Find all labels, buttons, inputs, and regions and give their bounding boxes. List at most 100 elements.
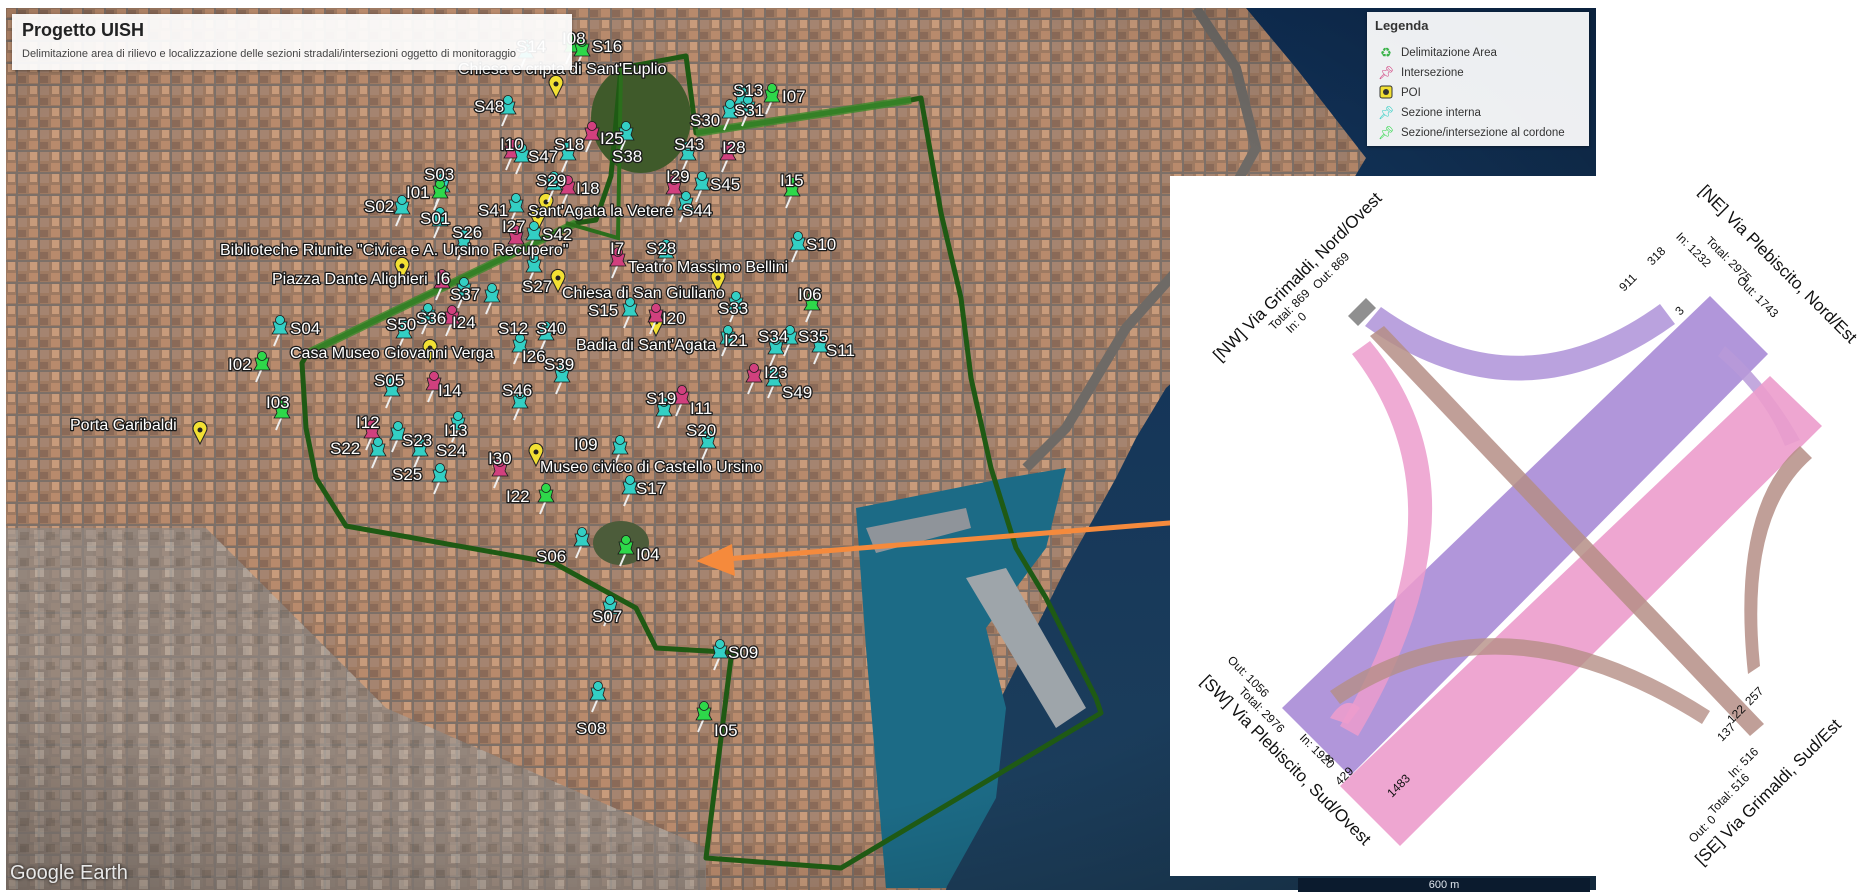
pushpin-icon[interactable]: [609, 247, 627, 279]
pushpin-icon[interactable]: [583, 121, 601, 153]
pushpin-icon[interactable]: [553, 363, 571, 395]
pushpin-icon[interactable]: [617, 535, 635, 567]
pushpin-icon[interactable]: [455, 277, 473, 309]
pushpin-icon[interactable]: [647, 303, 665, 335]
pushpin-icon[interactable]: [617, 121, 635, 153]
marker-label: S02: [364, 197, 394, 216]
marker-label: S27: [522, 277, 552, 296]
pushpin-icon[interactable]: [711, 639, 729, 671]
pushpin-icon[interactable]: [559, 141, 577, 173]
pushpin-icon[interactable]: [601, 595, 619, 627]
pushpin-icon[interactable]: [507, 225, 525, 257]
marker-label: I21: [724, 331, 748, 350]
pushpin-icon[interactable]: [491, 457, 509, 489]
pushpin-icon[interactable]: [693, 171, 711, 203]
pushpin-icon[interactable]: [665, 175, 683, 207]
pushpin-icon[interactable]: [525, 221, 543, 253]
pushpin-icon[interactable]: [783, 177, 801, 209]
pushpin-icon[interactable]: [273, 399, 291, 431]
pushpin-icon[interactable]: [611, 435, 629, 467]
marker-label: S11: [826, 341, 855, 360]
pushpin-icon[interactable]: [513, 143, 531, 175]
pushpin-icon[interactable]: [507, 193, 525, 225]
pushpin-icon[interactable]: [431, 207, 449, 239]
pushpin-icon[interactable]: [655, 397, 673, 429]
pushpin-icon[interactable]: [411, 437, 429, 469]
pushpin-icon[interactable]: [739, 95, 757, 127]
pushpin-icon[interactable]: [803, 291, 821, 323]
marker-label: S48: [474, 97, 504, 116]
pushpin-icon[interactable]: [389, 421, 407, 453]
pushpin-icon[interactable]: [727, 291, 745, 323]
pushpin-icon[interactable]: [721, 99, 739, 131]
marker-label: S33: [718, 299, 748, 318]
chord-ribbons: [1282, 296, 1822, 846]
pushpin-icon[interactable]: [765, 367, 783, 399]
pushpin-icon[interactable]: [483, 283, 501, 315]
pushpin-icon[interactable]: [455, 229, 473, 261]
poi-marker-icon[interactable]: [192, 420, 208, 446]
poi-marker-icon[interactable]: [710, 268, 726, 294]
pushpin-icon[interactable]: [425, 371, 443, 403]
pushpin-icon[interactable]: [431, 179, 449, 211]
pushpin-icon[interactable]: [573, 37, 591, 69]
map-subtitle: Delimitazione area di rilievo e localizz…: [22, 48, 517, 60]
marker-label: S18: [554, 135, 584, 154]
pushpin-icon[interactable]: [545, 171, 563, 203]
marker-label: S47: [528, 147, 558, 166]
marker-label: S43: [674, 135, 704, 154]
pushpin-icon[interactable]: [393, 195, 411, 227]
pushpin-icon[interactable]: [383, 377, 401, 409]
poi-marker-icon[interactable]: [422, 338, 438, 364]
pushpin-icon[interactable]: [253, 351, 271, 383]
pushpin-icon[interactable]: [443, 305, 461, 337]
marker-label: S06: [536, 547, 566, 566]
pushpin-icon[interactable]: [449, 411, 467, 443]
legend-item-intersection: 📌︎ Intersezione: [1377, 64, 1464, 82]
poi-marker-icon[interactable]: [528, 442, 544, 468]
pushpin-icon[interactable]: [679, 141, 697, 173]
pushpin-icon[interactable]: [719, 141, 737, 173]
pushpin-icon[interactable]: [699, 429, 717, 461]
ribbon-ne-se: [1744, 446, 1812, 674]
pushpin-icon[interactable]: [511, 389, 529, 421]
pushpin-icon[interactable]: [573, 527, 591, 559]
poi-marker-icon[interactable]: [530, 206, 546, 232]
pushpin-icon[interactable]: [431, 463, 449, 495]
pushpin-icon[interactable]: [789, 231, 807, 263]
pushpin-icon[interactable]: [537, 483, 555, 515]
pushpin-icon[interactable]: [395, 319, 413, 351]
pushpin-icon[interactable]: [621, 475, 639, 507]
pushpin-icon[interactable]: [537, 321, 555, 353]
pushpin-icon[interactable]: [559, 175, 577, 207]
pushpin-icon[interactable]: [621, 297, 639, 329]
pushpin-icon[interactable]: [589, 681, 607, 713]
pushpin-icon[interactable]: [525, 253, 543, 285]
pushpin-icon[interactable]: [745, 363, 763, 395]
pushpin-icon[interactable]: [811, 333, 829, 365]
pushpin-icon[interactable]: [719, 325, 737, 357]
pushpin-icon[interactable]: [271, 315, 289, 347]
flow-value: 911: [1616, 270, 1640, 294]
poi-marker-icon[interactable]: [394, 256, 410, 282]
pushpin-icon[interactable]: [369, 437, 387, 469]
marker-label: I15: [780, 171, 804, 190]
pushpin-icon[interactable]: [499, 95, 517, 127]
marker-label: I24: [452, 313, 476, 332]
pushpin-icon[interactable]: [657, 239, 675, 271]
pushpin-icon[interactable]: [677, 191, 695, 223]
node-nw-arc: [1348, 298, 1376, 326]
pushpin-icon[interactable]: [763, 83, 781, 115]
pushpin-icon[interactable]: [363, 419, 381, 451]
pushpin-icon[interactable]: [673, 385, 691, 417]
pushpin-icon[interactable]: [695, 701, 713, 733]
pushpin-icon[interactable]: [781, 325, 799, 357]
flow-value: 257: [1742, 684, 1766, 708]
marker-label: S49: [782, 383, 812, 402]
poi-marker-icon[interactable]: [548, 74, 564, 100]
pushpin-icon[interactable]: [511, 333, 529, 365]
pushpin-icon[interactable]: [433, 269, 451, 301]
marker-label: S08: [576, 719, 606, 738]
pushpin-icon[interactable]: [419, 303, 437, 335]
poi-marker-icon[interactable]: [550, 268, 566, 294]
